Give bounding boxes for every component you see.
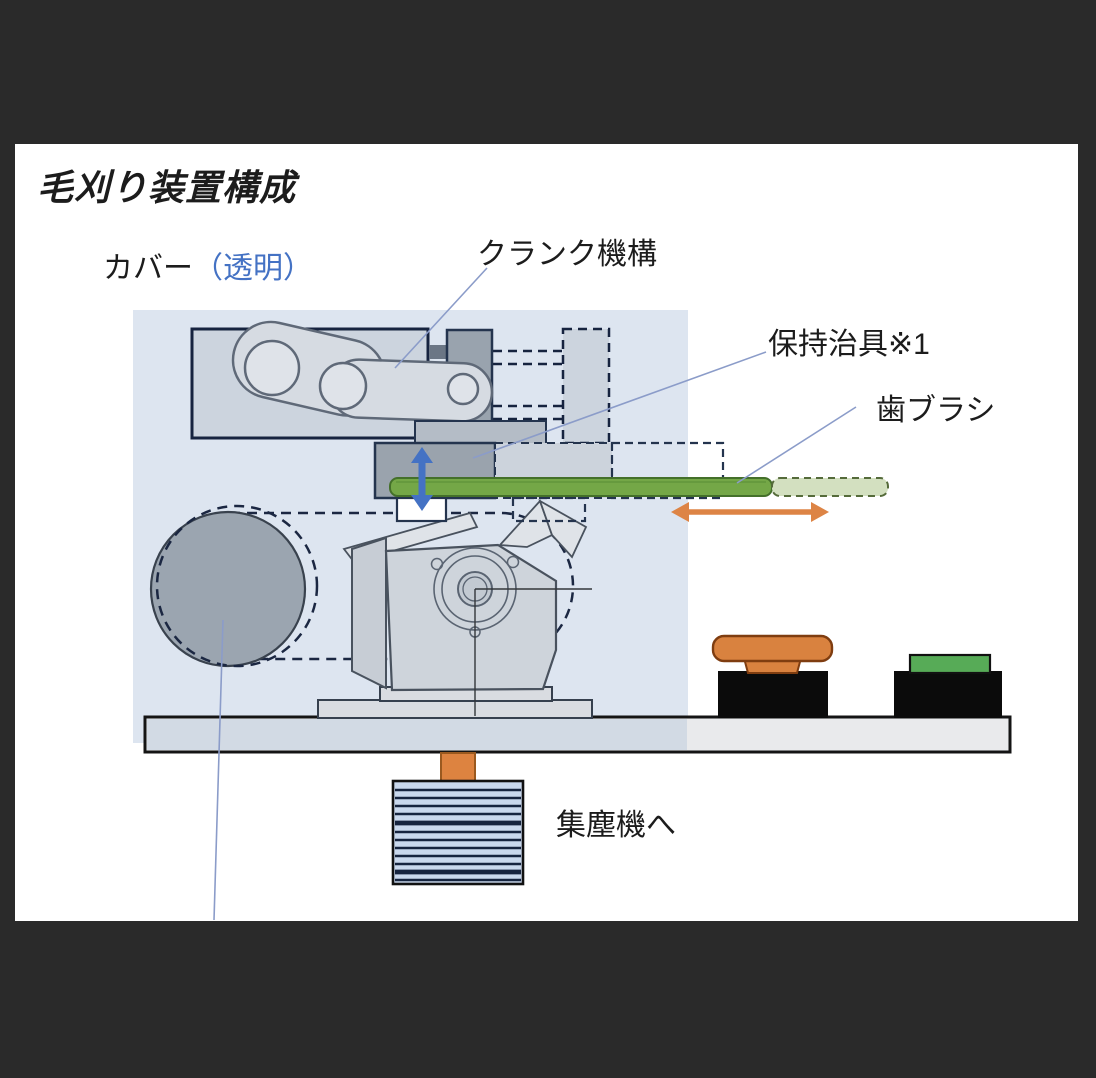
label-dust-collector: 集塵機へ (556, 809, 676, 842)
motor-assembly (149, 499, 593, 719)
page-title: 毛刈り装置構成 (37, 167, 297, 208)
leader-holding-jig (472, 351, 767, 459)
pulley-ghost-circle (155, 504, 319, 668)
leader-crank (394, 267, 488, 369)
leader-lines (213, 267, 857, 921)
crank-arm (231, 320, 494, 423)
label-cover: カバー（透明） (103, 252, 313, 285)
dust-duct (391, 779, 525, 886)
label-holding-jig: 保持治具※1 (768, 328, 930, 361)
emergency-stop-button (711, 634, 834, 718)
holding-jig-ghost (610, 441, 725, 500)
pulley-circle (149, 510, 307, 668)
label-toothbrush: 歯ブラシ (876, 394, 996, 427)
start-button (894, 653, 1002, 718)
up-down-arrow-icon (411, 447, 433, 511)
toothbrush-bar (389, 477, 889, 497)
label-crank-mechanism: クランク機構 (477, 238, 657, 271)
base-plate (143, 715, 1012, 754)
toothbrush-ghost (771, 477, 889, 497)
leader-pulley (213, 619, 224, 921)
label-cover-note: （透明） (193, 252, 313, 285)
crank-ghost-column (561, 327, 611, 445)
leader-toothbrush (736, 406, 857, 484)
motor-body (351, 536, 387, 690)
crank-mechanism (190, 320, 611, 445)
label-cover-text: カバー (103, 252, 193, 285)
left-right-arrow-icon (671, 502, 829, 522)
